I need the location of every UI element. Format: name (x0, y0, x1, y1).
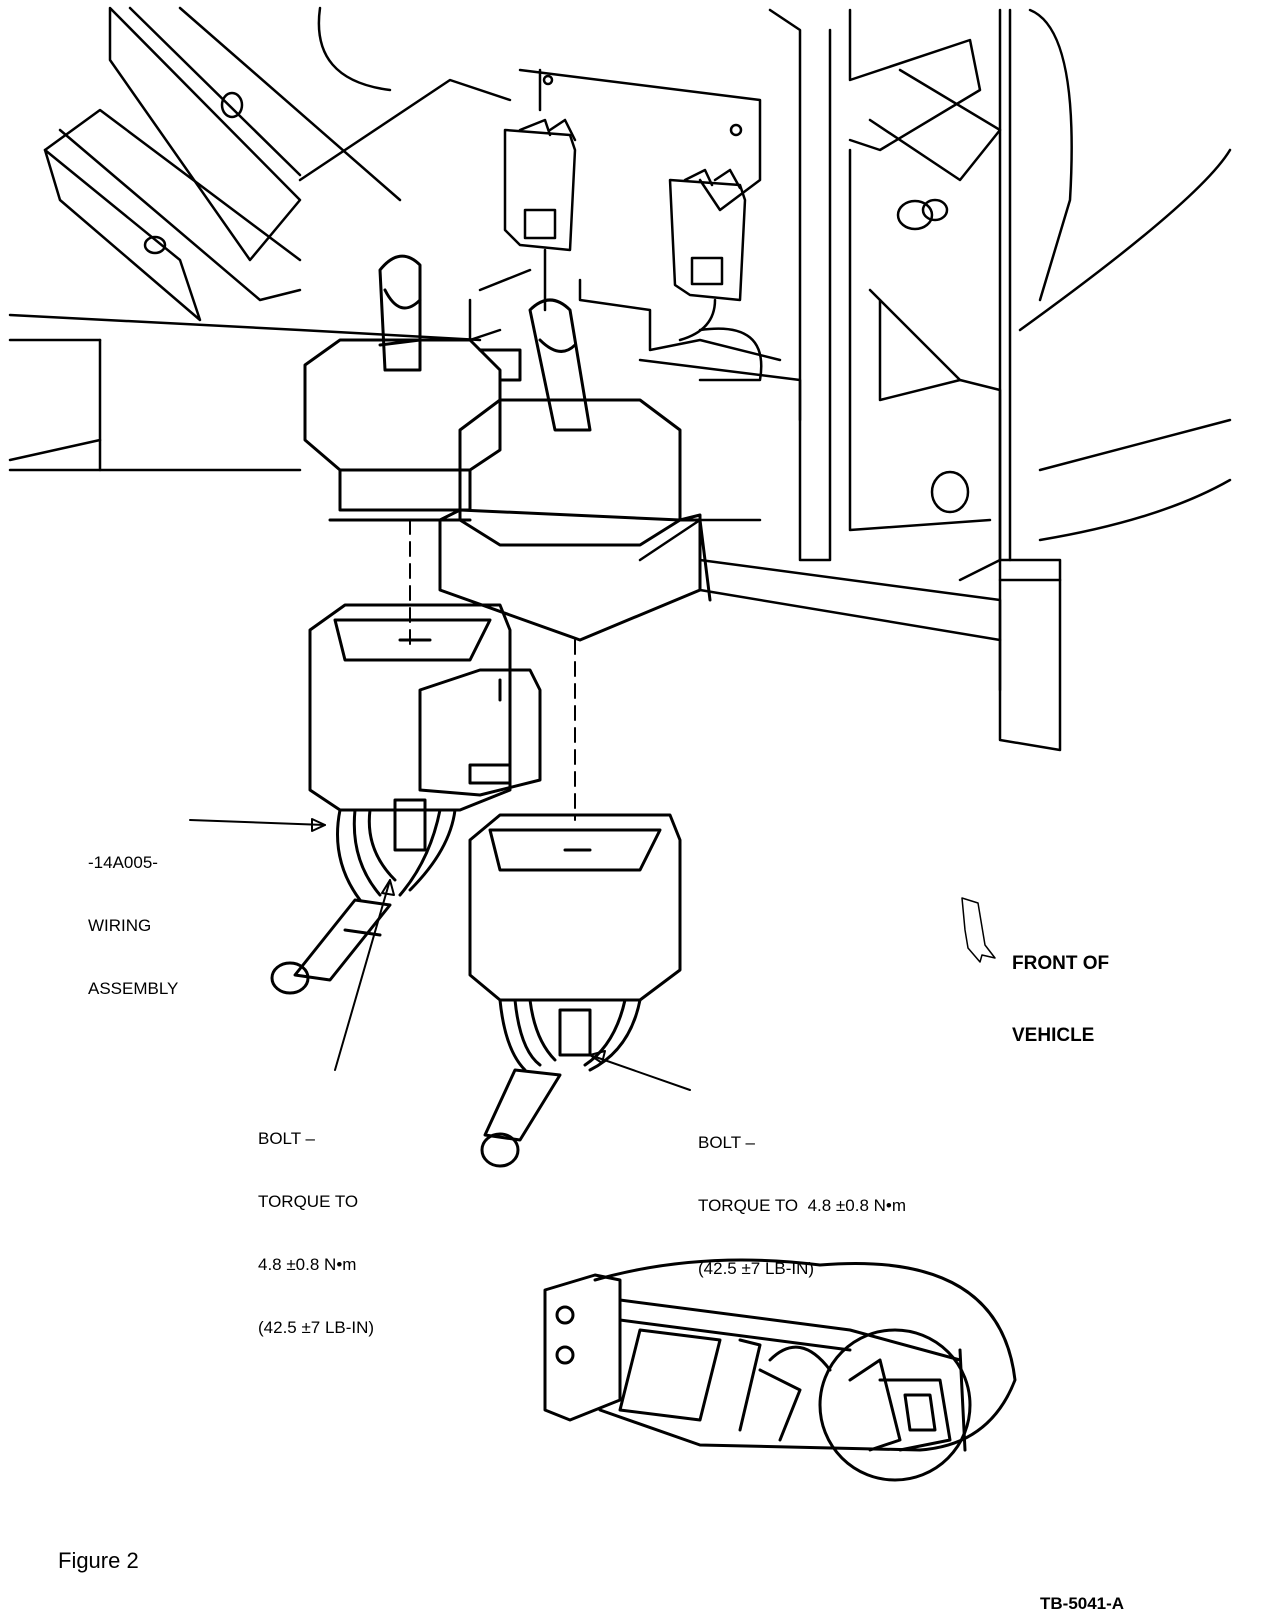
bolt-right-line-3: (42.5 ±7 LB-IN) (698, 1259, 815, 1278)
bolt-right-label: BOLT – TORQUE TO 4.8 ±0.8 N•m (42.5 ±7 L… (698, 1090, 906, 1300)
front-of-vehicle-line-1: FRONT OF (1012, 953, 1110, 974)
wiring-assembly-line-2: WIRING (88, 916, 152, 935)
wiring-assembly-line-1: -14A005- (88, 853, 158, 872)
front-of-vehicle-arrow-icon (961, 897, 996, 963)
mounting-clip-right (668, 168, 747, 342)
wiring-assembly-label: -14A005- WIRING ASSEMBLY (88, 810, 178, 1020)
relay-connector-left (270, 603, 542, 995)
vehicle-locator-inset (543, 1258, 1017, 1482)
installed-relay-right (438, 298, 712, 642)
installed-relay-left (303, 254, 522, 522)
bolt-right-line-2: TORQUE TO 4.8 ±0.8 N•m (698, 1196, 907, 1215)
front-of-vehicle-label: FRONT OF VEHICLE (1012, 904, 1109, 1072)
alignment-lines (409, 519, 576, 821)
wiring-assembly-line-3: ASSEMBLY (88, 979, 179, 998)
leader-lines (189, 818, 691, 1091)
figure-code: TB-5041-A (1040, 1594, 1125, 1613)
bolt-left-line-1: BOLT – (258, 1129, 316, 1148)
front-of-vehicle-line-2: VEHICLE (1012, 1025, 1095, 1046)
mounting-clip-left (503, 118, 577, 312)
bolt-right-line-1: BOLT – (698, 1133, 756, 1152)
vehicle-structure (8, 6, 1232, 752)
relay-connector-right (468, 813, 682, 1168)
bolt-left-line-3: 4.8 ±0.8 N•m (258, 1255, 357, 1274)
bolt-left-line-2: TORQUE TO (258, 1192, 359, 1211)
figure-caption: Figure 2 (58, 1548, 139, 1573)
bolt-left-line-4: (42.5 ±7 LB-IN) (258, 1318, 375, 1337)
bolt-left-label: BOLT – TORQUE TO 4.8 ±0.8 N•m (42.5 ±7 L… (258, 1086, 374, 1359)
